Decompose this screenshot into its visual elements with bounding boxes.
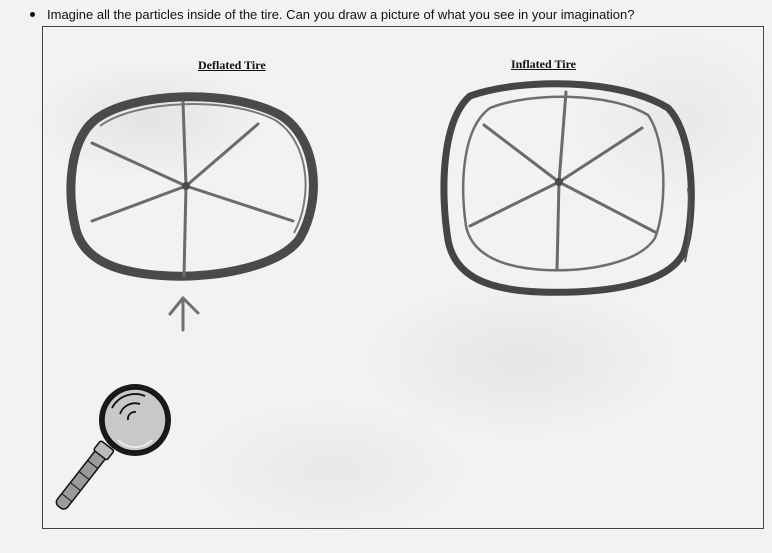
deflated-tire-hub bbox=[182, 182, 190, 190]
deflated-tire-spokes bbox=[92, 102, 293, 276]
spoke bbox=[559, 128, 642, 182]
spoke bbox=[92, 186, 186, 221]
spoke bbox=[184, 186, 186, 276]
spoke bbox=[559, 182, 655, 232]
spoke bbox=[484, 125, 559, 182]
spoke bbox=[470, 182, 559, 226]
spoke bbox=[183, 102, 186, 186]
spoke bbox=[92, 143, 186, 186]
arrow-up-icon bbox=[170, 298, 198, 330]
deflated-tire bbox=[71, 97, 313, 276]
spoke bbox=[559, 92, 566, 182]
inflated-tire bbox=[444, 84, 691, 293]
spoke bbox=[186, 124, 258, 186]
spoke bbox=[557, 182, 559, 270]
magnifying-glass-icon bbox=[53, 384, 171, 512]
inflated-tire-hub bbox=[555, 178, 563, 186]
spoke bbox=[186, 186, 293, 221]
